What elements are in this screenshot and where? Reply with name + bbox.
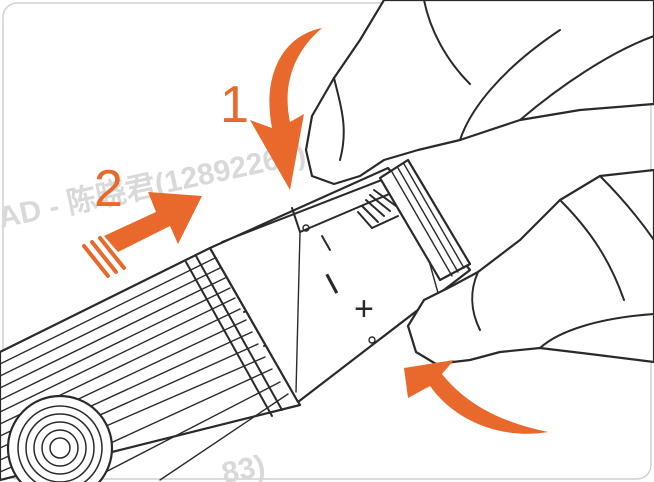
step-1-number: 1 <box>220 76 249 134</box>
plus-symbol: + <box>354 290 374 328</box>
step-2-number: 2 <box>94 160 123 218</box>
